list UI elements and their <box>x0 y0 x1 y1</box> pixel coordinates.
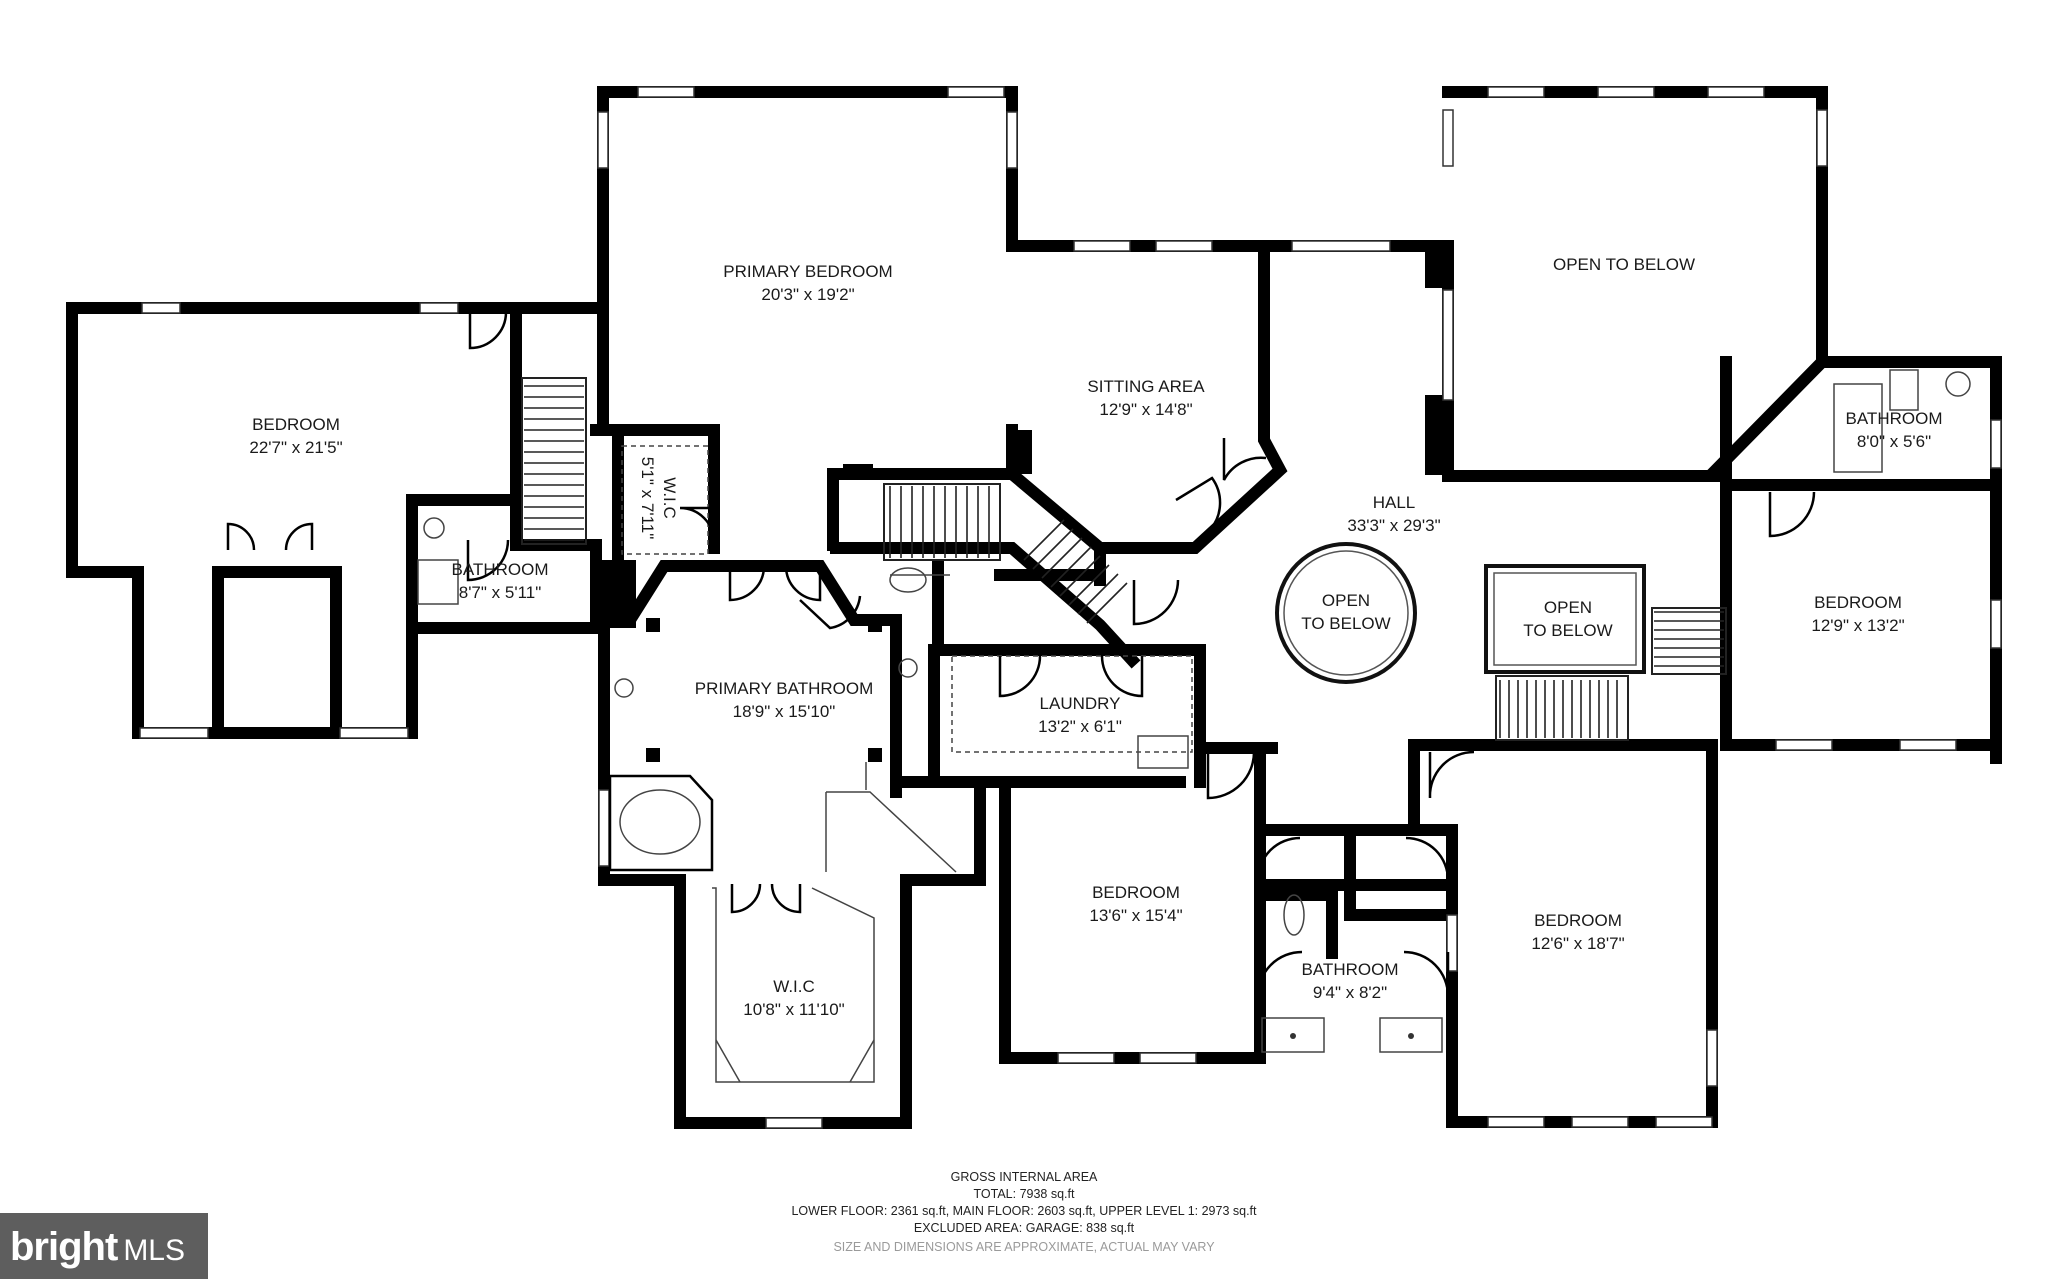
room-size-wic-bottom: 10'8" x 11'10" <box>743 1000 844 1019</box>
room-name-hall: HALL <box>1373 493 1416 512</box>
room-size-primary-bathroom: 18'9" x 15'10" <box>733 702 836 721</box>
stairs-left <box>521 377 587 545</box>
open-to-below-circle-inner <box>1283 550 1409 676</box>
room-name-bathroom-upper-right: BATHROOM <box>1846 409 1943 428</box>
open-to-below-circle-label-2: TO BELOW <box>1301 614 1390 633</box>
stair-tread <box>1023 519 1065 561</box>
room-name-wic-small: W.I.C <box>660 477 679 519</box>
watermark-suffix: MLS <box>123 1234 185 1267</box>
room-name-wic-bottom: W.I.C <box>773 977 815 996</box>
area-summary-total: TOTAL: 7938 sq.ft <box>974 1187 1076 1201</box>
small-wic-shelving <box>621 445 709 555</box>
room-size-wic-small: 5'1" x 7'11" <box>638 457 657 540</box>
room-size-bathroom-left: 8'7" x 5'11" <box>459 583 542 602</box>
room-labels: PRIMARY BEDROOM 20'3" x 19'2" BEDROOM 22… <box>249 255 1942 1019</box>
room-size-bedroom-lower-right: 12'6" x 18'7" <box>1531 934 1624 953</box>
doors <box>226 311 1816 997</box>
room-name-bathroom-lower: BATHROOM <box>1302 960 1399 979</box>
room-size-bathroom-lower: 9'4" x 8'2" <box>1313 983 1387 1002</box>
room-size-bedroom-left: 22'7" x 21'5" <box>249 438 342 457</box>
primary-bath-fixtures <box>614 618 957 873</box>
stair-tread <box>1068 564 1110 606</box>
room-name-bedroom-right: BEDROOM <box>1814 593 1902 612</box>
stair-tread <box>1086 582 1128 624</box>
room-name-bathroom-left: BATHROOM <box>452 560 549 579</box>
room-name-bedroom-lower-right: BEDROOM <box>1534 911 1622 930</box>
room-size-hall: 33'3" x 29'3" <box>1347 516 1440 535</box>
open-to-below-rect <box>1484 564 1646 674</box>
area-summary: GROSS INTERNAL AREA TOTAL: 7938 sq.ft LO… <box>791 1170 1257 1254</box>
area-summary-excluded: EXCLUDED AREA: GARAGE: 838 sq.ft <box>914 1221 1135 1235</box>
room-name-open-to-below-top: OPEN TO BELOW <box>1553 255 1695 274</box>
area-summary-floors: LOWER FLOOR: 2361 sq.ft, MAIN FLOOR: 260… <box>791 1204 1257 1218</box>
room-size-bedroom-right: 12'9" x 13'2" <box>1811 616 1904 635</box>
area-summary-title: GROSS INTERNAL AREA <box>951 1170 1098 1184</box>
stair-tread <box>1050 546 1092 588</box>
stair-tread <box>1041 537 1083 579</box>
walls <box>66 86 2002 1129</box>
wic-shelving <box>712 574 950 1083</box>
open-to-below-rect-label-2: TO BELOW <box>1523 621 1612 640</box>
room-name-sitting-area: SITTING AREA <box>1087 377 1205 396</box>
area-summary-disclaimer: SIZE AND DIMENSIONS ARE APPROXIMATE, ACT… <box>833 1240 1215 1254</box>
room-size-laundry: 13'2" x 6'1" <box>1038 717 1122 736</box>
stair-tread <box>1059 555 1101 597</box>
structural-columns <box>596 246 1453 628</box>
open-to-below-circle <box>1275 542 1417 684</box>
toilet-sink-fixtures <box>417 369 1971 1053</box>
stair-tread <box>1077 573 1119 615</box>
watermark-brand: bright <box>10 1225 118 1269</box>
stairs-right <box>1495 607 1727 741</box>
windows <box>139 86 2002 1129</box>
room-size-bedroom-lower-middle: 13'6" x 15'4" <box>1089 906 1182 925</box>
room-name-bedroom-lower-middle: BEDROOM <box>1092 883 1180 902</box>
stairs-middle <box>883 483 1001 561</box>
open-to-below-circle-label-1: OPEN <box>1322 591 1370 610</box>
room-name-bedroom-left: BEDROOM <box>252 415 340 434</box>
stair-tread <box>1032 528 1074 570</box>
room-name-laundry: LAUNDRY <box>1040 694 1121 713</box>
room-size-sitting-area: 12'9" x 14'8" <box>1099 400 1192 419</box>
laundry-fixtures <box>951 655 1193 769</box>
room-size-bathroom-upper-right: 8'0" x 5'6" <box>1857 432 1931 451</box>
room-size-primary-bedroom: 20'3" x 19'2" <box>761 285 854 304</box>
room-name-primary-bathroom: PRIMARY BATHROOM <box>695 679 874 698</box>
open-to-below-rect-label-1: OPEN <box>1544 598 1592 617</box>
open-to-below-rect-inner <box>1493 572 1637 666</box>
bathtub <box>608 774 714 872</box>
room-name-primary-bedroom: PRIMARY BEDROOM <box>723 262 892 281</box>
